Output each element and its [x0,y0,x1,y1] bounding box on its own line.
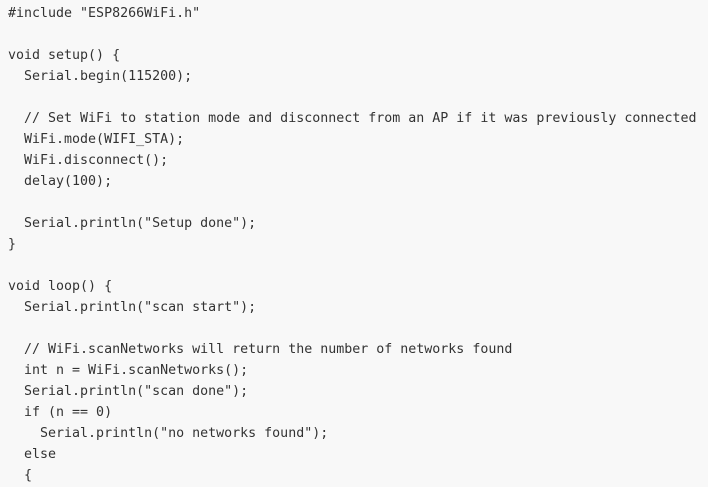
code-line: void loop() { [8,279,113,294]
code-line: Serial.println("scan start"); [8,300,257,315]
code-line: Serial.begin(115200); [8,69,193,84]
code-line [8,318,708,339]
code-line [8,24,708,45]
code-line: delay(100); [8,174,113,189]
code-line [8,255,708,276]
code-line: if (n == 0) [8,405,113,420]
code-line [8,192,708,213]
code-line: else [8,447,57,462]
code-line [8,87,708,108]
code-line: // WiFi.scanNetworks will return the num… [8,342,513,357]
code-line: int n = WiFi.scanNetworks(); [8,363,249,378]
code-line: Serial.println("scan done"); [8,384,249,399]
code-line: { [8,468,33,483]
code-line: // Set WiFi to station mode and disconne… [8,111,697,126]
code-line: WiFi.disconnect(); [8,153,169,168]
code-line: WiFi.mode(WIFI_STA); [8,132,185,147]
code-line: Serial.println("no networks found"); [8,426,329,441]
code-line: void setup() { [8,48,121,63]
code-line: #include "ESP8266WiFi.h" [8,6,201,21]
code-line: Serial.println("Setup done"); [8,216,257,231]
code-line: } [8,237,17,252]
